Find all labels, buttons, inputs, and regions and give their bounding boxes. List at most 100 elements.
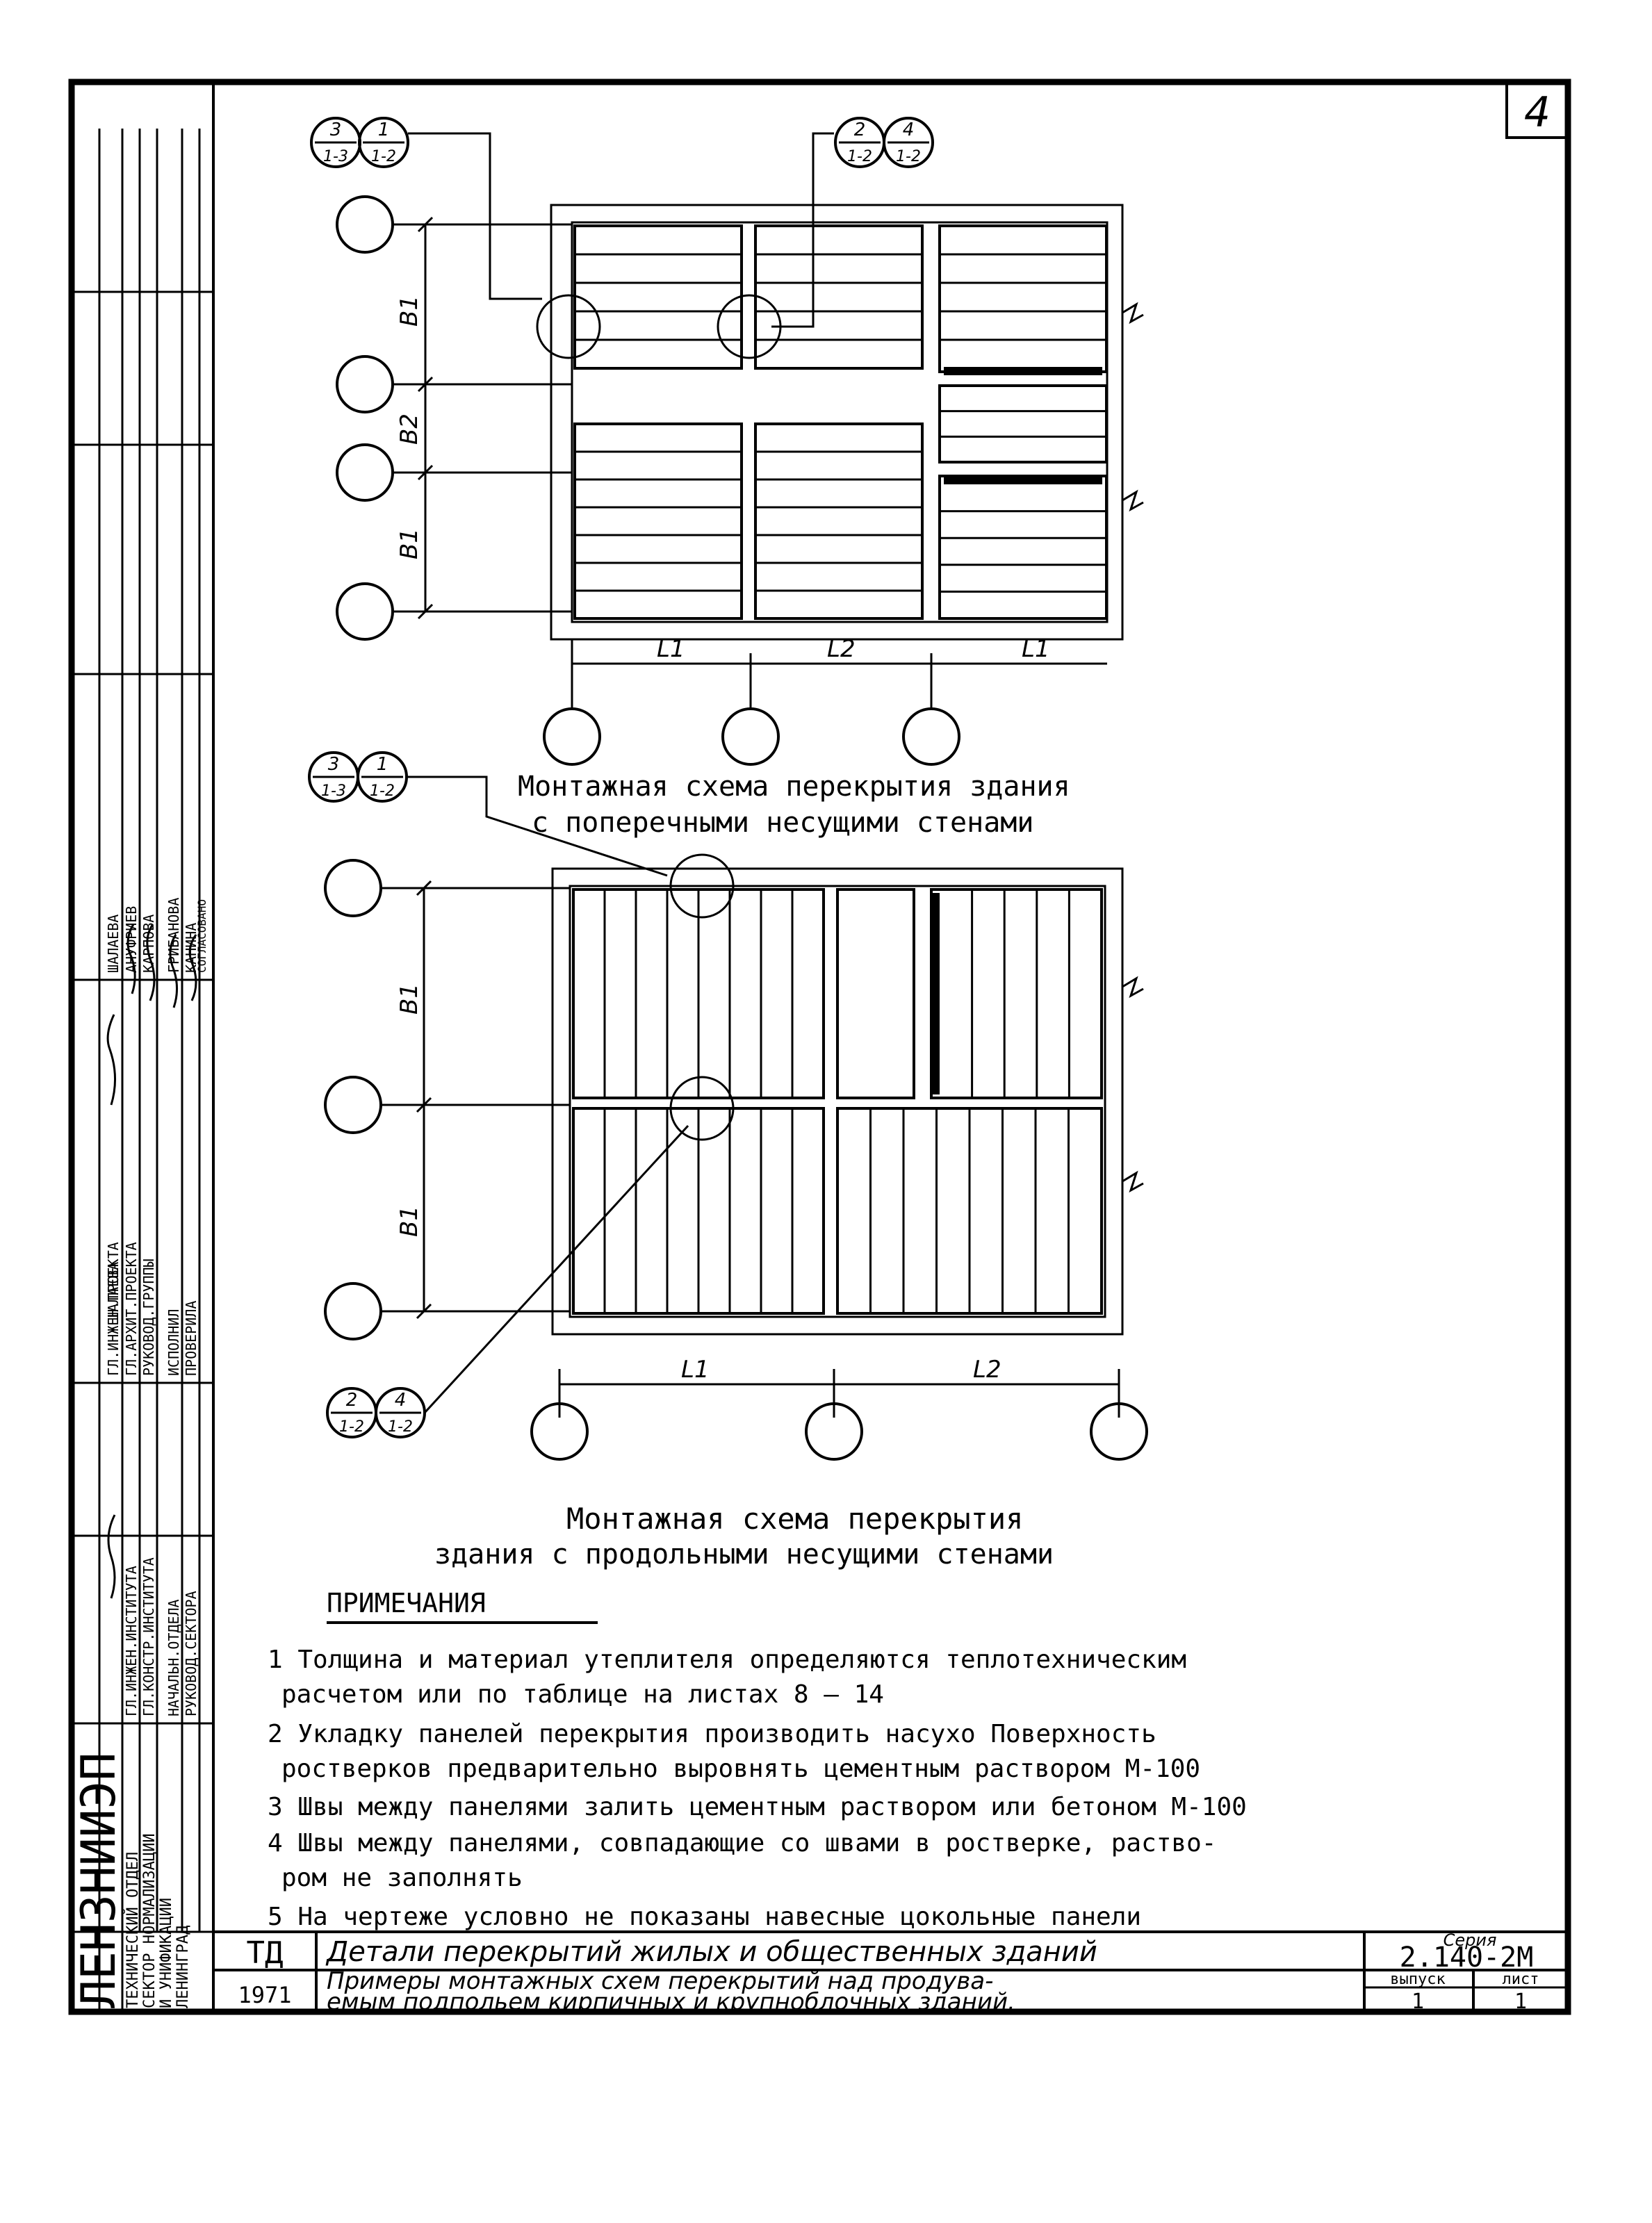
callout-bottom-top-2-num: 1 — [377, 754, 389, 775]
top-axis-bubble-1 — [336, 195, 394, 254]
top-axis-bubble-bottom-1 — [543, 707, 601, 766]
note-line-2: расчетом или по таблице на листах 8 – 14 — [281, 1680, 884, 1709]
detail-circle-1 — [536, 294, 601, 359]
stamp-agreed: СОГЛАСОВАНО — [195, 899, 208, 973]
sheet-value: 1 — [1514, 1990, 1527, 2014]
bottom-hatched-strip — [931, 893, 940, 1094]
top-break-mark-2 — [1122, 489, 1144, 512]
top-panel-block-7 — [938, 475, 1108, 620]
title-line-2a: Примеры монтажных схем перекрытий над пр… — [327, 1967, 993, 1995]
top-axis-bubble-3 — [336, 443, 394, 502]
top-panel-block-6 — [938, 384, 1108, 464]
stamp-role-8: ИСПОЛНИЛ — [165, 1309, 182, 1376]
stamp-dept-1: ТЕХНИЧЕСКИЙ ОТДЕЛ — [124, 1852, 142, 2008]
callout-top-left-2-num: 1 — [378, 120, 390, 140]
stamp-role-9: ПРОВЕРИЛА — [183, 1301, 199, 1376]
bottom-outline — [551, 867, 1124, 1336]
signature-3 — [126, 924, 136, 994]
top-dim-b1-b: B1 — [395, 528, 423, 559]
title-year: 1971 — [238, 1982, 291, 2008]
callout-bottom-bot-2-num: 4 — [395, 1390, 407, 1411]
stamp-role-5: ГЛ.ИНЖЕН.ПРОЕКТА — [105, 1242, 122, 1376]
callout-bottom-top-1-num: 3 — [328, 754, 340, 775]
stamp-role-3: НАЧАЛЬН.ОТДЕЛА — [165, 1599, 182, 1716]
top-hatched-strip-2 — [944, 476, 1102, 484]
series-label: Серия — [1444, 1930, 1497, 1950]
note-line-7: ром не заполнять — [281, 1864, 523, 1892]
stamp-role-7: РУКОВОД.ГРУППЫ — [140, 1258, 157, 1376]
callout-top-left-1-sheet: 1-3 — [323, 148, 348, 165]
callout-bottom-top-1-sheet: 1-3 — [321, 782, 346, 800]
note-line-8: 5 На чертеже условно не показаны навесны… — [268, 1903, 1141, 1931]
note-line-5: 3 Швы между панелями залить цементным ра… — [268, 1793, 1247, 1821]
top-panel-block-4 — [754, 423, 924, 620]
bottom-dim-l1: L1 — [681, 1356, 710, 1384]
top-dim-l1-b: L1 — [1022, 635, 1050, 663]
top-dim-b1-a: B1 — [395, 295, 423, 327]
bottom-break-mark-1 — [1122, 976, 1144, 999]
bottom-axis-bubble-2 — [324, 1076, 382, 1134]
top-caption-1: Монтажная схема перекрытия здания — [518, 771, 1070, 803]
sheet-frame — [68, 79, 1571, 2015]
top-dim-b2: B2 — [395, 413, 423, 445]
top-panel-block-1 — [573, 224, 743, 370]
callout-top-left-1-num: 3 — [330, 120, 342, 140]
sheet-number-box — [1505, 82, 1568, 139]
sheet-number: 4 — [1524, 88, 1551, 137]
callout-top-right-1-sheet: 1-2 — [847, 148, 872, 165]
top-panel-seams — [575, 253, 1106, 593]
note-line-4: ростверков предварительно выровнять цеме… — [281, 1755, 1200, 1783]
bottom-dim-b1-a: B1 — [395, 983, 423, 1015]
title-block: ТД 1971 Детали перекрытий жилых и общест… — [213, 1930, 1568, 2016]
note-line-6: 4 Швы между панелями, совпадающие со шва… — [268, 1829, 1216, 1857]
detail-circle-3 — [669, 853, 735, 919]
bottom-void — [836, 888, 915, 1099]
bottom-scheme: B1 B1 L1 L2 3 1-3 1 1-2 2 1-2 4 1-2 Монт… — [308, 751, 1148, 1570]
bottom-caption-2: здания с продольными несущими стенами — [434, 1539, 1054, 1570]
callout-top-left-2-sheet: 1-2 — [371, 148, 396, 165]
bottom-axis-bubble-bottom-3 — [1090, 1402, 1148, 1461]
bottom-break-mark-2 — [1122, 1170, 1144, 1193]
top-axis-bubble-4 — [336, 582, 394, 641]
top-scheme: B1 B2 B1 L1 L2 L1 3 1-3 1 1-2 2 1-2 4 1-… — [310, 117, 1144, 839]
callout-bottom-top-2-sheet: 1-2 — [370, 782, 395, 800]
bottom-dim-b1-b: B1 — [395, 1206, 423, 1237]
stamp-head-name: ШАЛАЕВА — [105, 1262, 122, 1320]
stamp-dept-3: И УНИФИКАЦИИ — [158, 1898, 175, 2008]
bottom-panel-block-2 — [930, 888, 1103, 1099]
stamp-role-6: ГЛ.АРХИТ.ПРОЕКТА — [123, 1242, 140, 1376]
top-panel-block-3 — [754, 224, 924, 370]
callout-bottom-bot-2-sheet: 1-2 — [388, 1418, 413, 1436]
top-axis-bubble-2 — [336, 355, 394, 413]
signature-6 — [188, 934, 197, 1001]
top-panel-block-5 — [938, 224, 1108, 373]
series-value: 2.140-2М — [1400, 1942, 1534, 1974]
bottom-axis-bubble-1 — [324, 859, 382, 917]
top-break-mark-1 — [1122, 302, 1144, 325]
title-line-1: Детали перекрытий жилых и общественных з… — [325, 1936, 1097, 1968]
bottom-panel-seams — [603, 889, 1070, 1313]
stamp-name-2: АНУФРИЕВ — [123, 906, 140, 973]
bottom-axis-bubble-bottom-1 — [530, 1402, 589, 1461]
callout-bottom-bot-1-sheet: 1-2 — [339, 1418, 364, 1436]
title-code: ТД — [247, 1935, 284, 1971]
bottom-axis-bubble-bottom-2 — [805, 1402, 863, 1461]
signature-1 — [107, 1514, 116, 1599]
notes-heading: ПРИМЕЧАНИЯ — [327, 1588, 486, 1618]
top-outline — [550, 204, 1124, 641]
title-line-2b: емым подпольем кирпичных и крупноблочных… — [327, 1988, 1015, 2016]
vertical-stamp: ЛЕНЗНИИЭП ТЕХНИЧЕСКИЙ ОТДЕЛ СЕКТОР НОРМА… — [72, 129, 213, 2012]
callout-bottom-bot-1-num: 2 — [346, 1390, 358, 1411]
bottom-axis-bubble-3 — [324, 1282, 382, 1340]
stamp-role-1: ГЛ.ИНЖЕН.ИНСТИТУТА — [123, 1566, 140, 1716]
note-line-3: 2 Укладку панелей перекрытия производить… — [268, 1720, 1156, 1748]
callout-top-right-1-num: 2 — [854, 120, 866, 140]
stamp-name-1: ШАЛАЕВА — [105, 914, 122, 973]
stamp-dept-2: СЕКТОР НОРМАЛИЗАЦИИ — [141, 1833, 158, 2008]
signature-2 — [106, 1014, 116, 1106]
stamp-role-4: РУКОВОД.СЕКТОРА — [183, 1591, 199, 1716]
stamp-city: ЛЕНИНГРАД — [174, 1926, 192, 2008]
detail-circle-4 — [669, 1076, 735, 1141]
bottom-dim-l2: L2 — [973, 1356, 1001, 1384]
